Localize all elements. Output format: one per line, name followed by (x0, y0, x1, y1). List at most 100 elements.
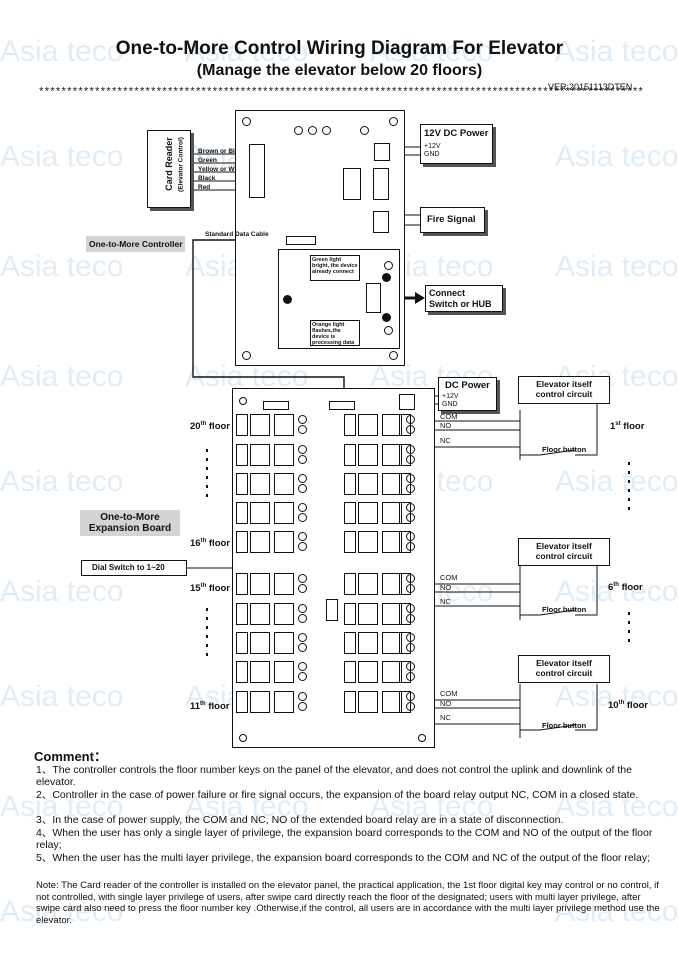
watermark: Asia teco (0, 250, 124, 283)
orange-led-icon (384, 326, 393, 335)
relay-icon (250, 414, 270, 436)
rj45-port-icon (366, 283, 381, 313)
no-label: NO (440, 421, 452, 430)
relay-icon (274, 661, 294, 683)
dial-switch-label: Dial Switch to 1~20 (92, 563, 165, 572)
relay-icon (358, 603, 378, 625)
relay-icon (358, 691, 378, 713)
relay-icon (250, 661, 270, 683)
relay-icon (382, 691, 402, 713)
watermark: Asia teco (555, 35, 679, 68)
led-icon (298, 474, 307, 483)
watermark: Asia teco (0, 680, 124, 713)
card-reader-title: Card Reader (164, 137, 174, 191)
relay-icon (274, 414, 294, 436)
power-terminal (399, 394, 415, 410)
relay-unit (236, 630, 318, 654)
watermark: Asia teco (370, 35, 494, 68)
led-icon (298, 455, 307, 464)
watermark: Asia teco (555, 895, 679, 928)
relay-icon (274, 603, 294, 625)
page-title: One-to-More Control Wiring Diagram For E… (115, 38, 564, 59)
watermark: Asia teco (185, 790, 309, 823)
version-label: VER:20151113DTEN (548, 82, 633, 92)
led-icon (298, 692, 307, 701)
comment-item: 1、The controller controls the floor numb… (36, 764, 632, 788)
terminal-block-icon (344, 414, 356, 436)
relay-icon (358, 444, 378, 466)
led-icon (298, 643, 307, 652)
relay-icon (358, 473, 378, 495)
nc-label: NC (440, 597, 451, 606)
relay-icon (358, 632, 378, 654)
output-terminal-icon (399, 502, 411, 524)
relay-unit (236, 412, 318, 436)
watermark: Asia teco (555, 250, 679, 283)
relay-icon (250, 473, 270, 495)
relay-unit (344, 471, 426, 495)
relay-unit (344, 659, 426, 683)
relay-icon (343, 168, 361, 200)
relay-icon (250, 691, 270, 713)
wire-label: Black (198, 175, 216, 182)
relay-icon (274, 531, 294, 553)
led-icon (298, 503, 307, 512)
dc-power-gnd: GND (442, 401, 458, 408)
relay-unit (236, 500, 318, 524)
terminal-block-icon (344, 632, 356, 654)
led-icon (298, 425, 307, 434)
led-icon (298, 702, 307, 711)
relay-unit (344, 500, 426, 524)
network-module (278, 249, 400, 349)
terminal-block-icon (344, 603, 356, 625)
nc-label: NC (440, 436, 451, 445)
comment-title: Comment： (34, 749, 107, 764)
led-icon (298, 542, 307, 551)
relay-icon (358, 531, 378, 553)
dc-power-12v-box: 12V DC Power +12V GND (420, 124, 493, 164)
watermark: Asia teco (555, 575, 679, 608)
relay-icon (274, 573, 294, 595)
relay-icon (358, 661, 378, 683)
floor-label-15: 15th floor (190, 583, 230, 595)
connector-icon (329, 401, 355, 410)
card-reader-box: Card Reader (Elevator Control) (147, 130, 191, 208)
led-icon (308, 126, 317, 135)
output-terminal-icon (399, 531, 411, 553)
terminal-block-icon (236, 573, 248, 595)
relay-icon (250, 573, 270, 595)
relay-icon (382, 573, 402, 595)
mount-hole (389, 351, 398, 360)
relay-icon (250, 603, 270, 625)
power-terminal (374, 143, 390, 161)
terminal-block-icon (344, 473, 356, 495)
terminal-block-icon (236, 414, 248, 436)
watermark: Asia teco (0, 895, 124, 928)
wire-label: Red (198, 184, 211, 191)
power-gnd: GND (424, 151, 440, 158)
controller-label-text: One-to-More Controller (89, 239, 183, 249)
screw-icon (382, 273, 391, 282)
terminal-block-icon (344, 691, 356, 713)
led-icon (298, 633, 307, 642)
standard-data-cable-label: Standard Data Cable (205, 231, 269, 238)
relay-icon (382, 502, 402, 524)
comment-item: 5、When the user has the multi layer priv… (36, 852, 650, 864)
mount-hole (239, 397, 247, 405)
dial-switch-label-box: Dial Switch to 1~20 (81, 560, 187, 576)
terminal-block-icon (236, 661, 248, 683)
com-label: COM (440, 689, 458, 698)
watermark: Asia teco (555, 790, 679, 823)
power-plus: +12V (424, 143, 441, 150)
led-icon (298, 662, 307, 671)
connector-icon (263, 401, 289, 410)
relay-unit (344, 529, 426, 553)
watermark: Asia teco (0, 35, 124, 68)
floor-button-label: Floor button (542, 721, 587, 730)
output-terminal-icon (399, 414, 411, 436)
